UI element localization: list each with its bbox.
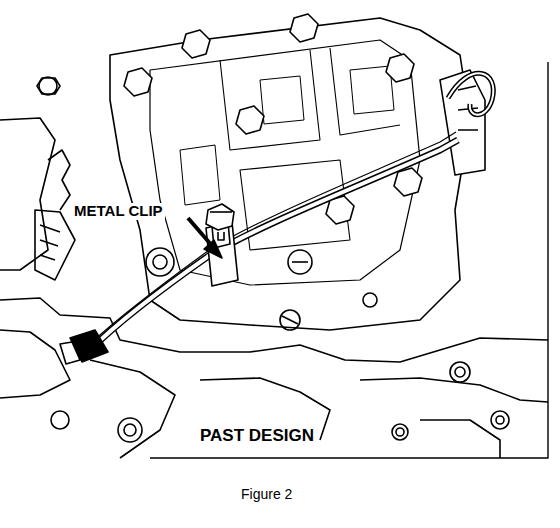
part-label: METAL CLIP xyxy=(72,203,165,220)
design-label: PAST DESIGN xyxy=(198,427,316,446)
figure-caption: Figure 2 xyxy=(239,487,294,502)
